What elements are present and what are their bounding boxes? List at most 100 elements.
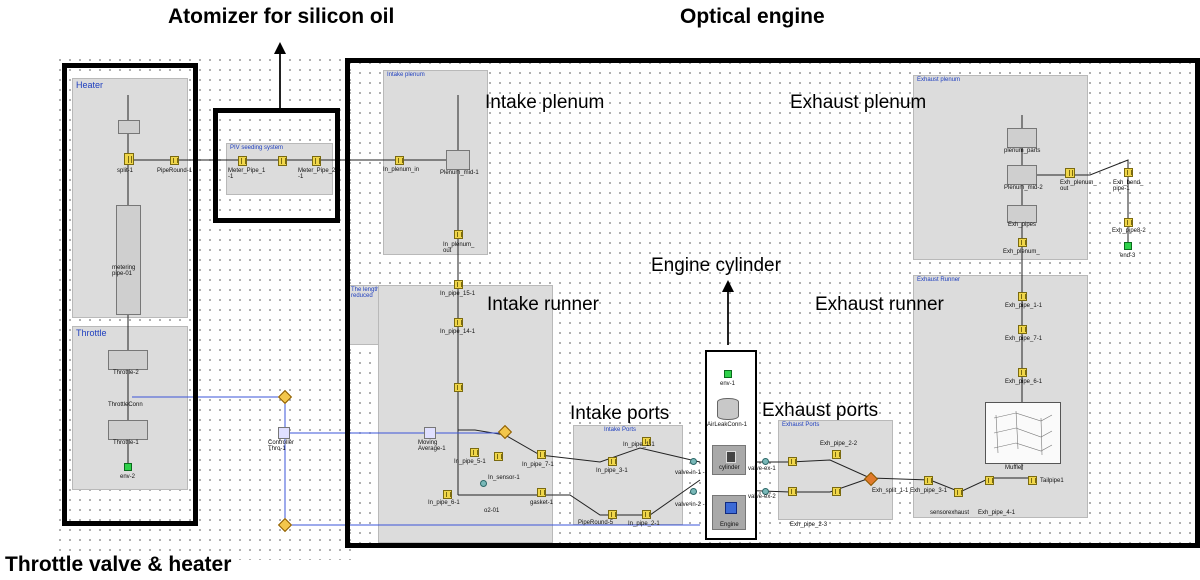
in-plenum-in-label: In_plenum_in <box>383 167 420 173</box>
exh-pipe-7[interactable] <box>1018 325 1027 334</box>
air-leak-icon[interactable] <box>717 398 739 420</box>
valve-ex-1-label: valve-ex-1 <box>748 466 776 472</box>
sensor-exhaust-pipe[interactable] <box>954 488 963 497</box>
optical-engine-callout: Optical engine <box>680 5 825 28</box>
cylinder-label: cylinder <box>719 465 740 471</box>
end-3-node[interactable] <box>1124 242 1132 250</box>
exh-pipe-6-label: Exh_pipe_6-1 <box>1005 379 1043 385</box>
exh-pipe-8[interactable] <box>1124 218 1133 227</box>
in-sensor[interactable] <box>494 452 503 461</box>
optical-engine-frame <box>345 58 1200 548</box>
in-pipe-2[interactable] <box>642 510 651 519</box>
exhaust-runner-panel-title: Exhaust Runner <box>917 277 961 283</box>
exhaust-ports-label: Exhaust ports <box>762 400 879 421</box>
plenum-mid-box[interactable] <box>446 150 470 170</box>
valve-in-1-label: valve-in-1 -1 <box>675 470 709 476</box>
throttle-2-label: Throttle-2 <box>113 370 139 376</box>
valve-in-2[interactable] <box>690 488 697 495</box>
controller-box[interactable] <box>278 427 290 439</box>
in-sensor-label: In_sensor-1 <box>488 475 520 481</box>
in-plenum-out-pipe[interactable] <box>454 230 463 239</box>
intake-runner-pipe[interactable] <box>454 383 463 392</box>
in-pipe-7[interactable] <box>537 450 546 459</box>
in-pipe-2-label: In_pipe_2-1 <box>628 521 660 527</box>
in-pipe-3[interactable] <box>608 457 617 466</box>
engine-box[interactable] <box>712 495 746 530</box>
pipe-round-5[interactable] <box>608 510 617 519</box>
sensor-exhaust-label: sensorexhaust <box>930 510 970 516</box>
muffler-box[interactable] <box>985 402 1061 464</box>
pipe-round-label: PipeRound-1 <box>157 168 193 174</box>
exh-pipe-6[interactable] <box>1018 368 1027 377</box>
split-pipe[interactable] <box>124 153 134 165</box>
end-3-label: end-3 <box>1120 253 1136 259</box>
exh-bend-pipe[interactable] <box>1124 168 1133 177</box>
valve-in-1[interactable] <box>690 458 697 465</box>
exh-plenum-label: Exh_plenum_ <box>1003 249 1040 255</box>
moving-average-box[interactable] <box>424 427 436 439</box>
throttle-2-box[interactable] <box>108 350 148 370</box>
exh-plenum-pipe[interactable] <box>1018 238 1027 247</box>
o2-sensor[interactable] <box>480 480 487 487</box>
moving-average-label: Moving Average-1 <box>418 440 446 452</box>
piv-mid-pipe[interactable] <box>278 156 287 166</box>
plenum-mid-2-label: Plenum_mid-2 <box>1004 185 1043 191</box>
metering-pipe-label: metering pipe-01 <box>112 265 136 277</box>
in-pipe-5[interactable] <box>470 448 479 457</box>
heater-top-box[interactable] <box>118 120 140 134</box>
exh-pipe-4[interactable] <box>985 476 994 485</box>
throttle-1-box[interactable] <box>108 420 148 440</box>
o2-label: o2-01 <box>484 508 500 514</box>
exh-bend-label: Exh_bend_ pipe-1 <box>1113 180 1144 192</box>
env-2-node[interactable] <box>124 463 132 471</box>
pipe-round-pipe[interactable] <box>170 156 179 165</box>
in-pipe-6[interactable] <box>443 490 452 499</box>
controller-label: Controller Thro-1 <box>268 440 295 452</box>
exh-pipe-2-2[interactable] <box>832 450 841 459</box>
plenum-mid-label: Plenum_mid-1 <box>440 170 479 176</box>
engine-cylinder-label: Engine cylinder <box>651 255 781 276</box>
in-pipe-1[interactable] <box>642 437 651 446</box>
atomizer-arrowhead <box>274 42 286 54</box>
exh-plenum-out-pipe[interactable] <box>1065 168 1075 178</box>
meter-pipe-2[interactable] <box>312 156 321 166</box>
in-pipe-3-label: In_pipe_3-1 <box>596 468 628 474</box>
in-pipe-15[interactable] <box>454 280 463 289</box>
exh-pipe-1[interactable] <box>1018 292 1027 301</box>
exh-pipe-3[interactable] <box>924 476 933 485</box>
in-pipe-14[interactable] <box>454 318 463 327</box>
atomizer-callout: Atomizer for silicon oil <box>168 5 395 28</box>
env-1-label: env-1 <box>720 381 736 387</box>
in-pipe-1-label: In_pipe_1-1 <box>623 442 655 448</box>
exh-split-label: Exh_split_1-1 <box>872 488 909 494</box>
exhaust-out-flow-line <box>929 477 1030 493</box>
split-label: split-1 <box>117 168 134 174</box>
exh-pipe-4-label: Exh_pipe_4-1 <box>978 510 1016 516</box>
valve-ex-1[interactable] <box>762 458 769 465</box>
throttle-panel-title: Throttle <box>76 328 107 338</box>
exhaust-plenum-label: Exhaust plenum <box>790 92 927 113</box>
exh-port-pipe-1[interactable] <box>788 457 797 466</box>
exh-port-pipe-2[interactable] <box>788 487 797 496</box>
tailpipe[interactable] <box>1028 476 1037 485</box>
intake-runner-panel <box>378 285 553 543</box>
exhaust-plenum-panel: Exhaust plenum <box>913 75 1088 260</box>
intake-plenum-label: Intake plenum <box>485 92 605 113</box>
exh-pipes-box[interactable] <box>1007 205 1037 223</box>
valve-ex-2[interactable] <box>762 488 769 495</box>
throttle-heater-callout: Throttle valve & heater <box>5 553 232 576</box>
gasket-pipe[interactable] <box>537 488 546 497</box>
plenum-mid-2-box[interactable] <box>1007 165 1037 185</box>
metering-pipe-box[interactable] <box>116 205 141 315</box>
in-plenum-in-pipe[interactable] <box>395 156 404 165</box>
plenum-parts-box[interactable] <box>1007 128 1037 148</box>
meter-pipe-2-label: Meter_Pipe_2 -1 <box>298 168 336 180</box>
exh-pipe-2-2-label: Exh_pipe_2-2 <box>820 441 858 447</box>
meter-pipe-1[interactable] <box>238 156 247 166</box>
pipe-round-5-label: PipeRound-5 <box>578 520 614 526</box>
cylinder-box[interactable] <box>712 445 746 475</box>
exh-plenum-out-label: Exh_plenum_ out <box>1060 180 1097 192</box>
env-1-node[interactable] <box>724 370 732 378</box>
exh-pipe-2-3[interactable] <box>832 487 841 496</box>
